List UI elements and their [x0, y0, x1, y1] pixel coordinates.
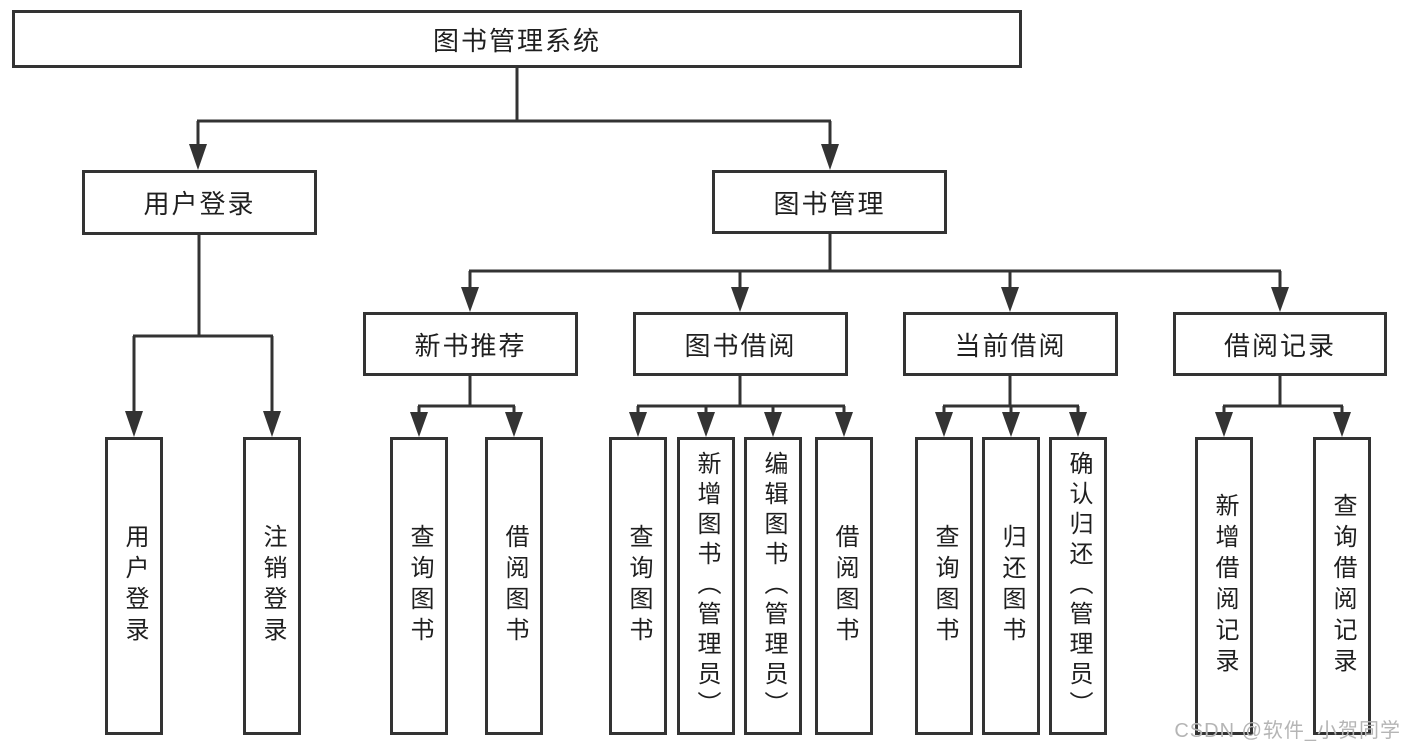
- node-root-system: 图书管理系统: [12, 10, 1022, 68]
- node-label: 查询借阅记录: [1329, 493, 1356, 679]
- connector-book-borrow: [629, 376, 853, 437]
- arrowhead: [263, 411, 281, 437]
- leaf-bb-add-book-admin: 新增图书（管理员）: [677, 437, 735, 735]
- node-label: 归还图书: [998, 524, 1025, 648]
- leaf-cb-query-book: 查询图书: [915, 437, 973, 735]
- node-current-borrow: 当前借阅: [903, 312, 1118, 376]
- node-label: 查询图书: [406, 524, 433, 648]
- node-label: 借阅图书: [831, 524, 858, 648]
- arrowhead: [1069, 412, 1087, 437]
- node-label: 新增图书（管理员）: [693, 451, 720, 721]
- leaf-br-query-record: 查询借阅记录: [1313, 437, 1371, 735]
- arrowhead: [1333, 412, 1351, 437]
- connector-root: [189, 68, 839, 170]
- arrowhead: [935, 412, 953, 437]
- arrowhead: [1271, 287, 1289, 312]
- node-new-book-recommend: 新书推荐: [363, 312, 578, 376]
- node-book-borrow: 图书借阅: [633, 312, 848, 376]
- arrowhead: [697, 412, 715, 437]
- arrowhead: [731, 287, 749, 312]
- connector-book-management: [461, 233, 1289, 312]
- node-label: 查询图书: [625, 524, 652, 648]
- node-label: 新书推荐: [414, 330, 527, 361]
- leaf-bb-query-book: 查询图书: [609, 437, 667, 735]
- leaf-bb-edit-book-admin: 编辑图书（管理员）: [744, 437, 802, 735]
- node-label: 用户登录: [121, 524, 148, 648]
- arrowhead: [1215, 412, 1233, 437]
- arrowhead: [764, 412, 782, 437]
- leaf-user-login: 用户登录: [105, 437, 163, 735]
- node-label: 借阅记录: [1223, 330, 1336, 361]
- node-label: 借阅图书: [501, 524, 528, 648]
- node-user-login: 用户登录: [82, 170, 317, 235]
- connector-new-book-recommend: [410, 376, 523, 437]
- node-book-management: 图书管理: [712, 170, 947, 234]
- arrowhead: [125, 411, 143, 437]
- arrowhead: [461, 287, 479, 312]
- leaf-cb-confirm-return-admin: 确认归还（管理员）: [1049, 437, 1107, 735]
- leaf-cb-return-book: 归还图书: [982, 437, 1040, 735]
- arrowhead: [1001, 287, 1019, 312]
- arrowhead: [821, 144, 839, 170]
- node-label: 编辑图书（管理员）: [760, 451, 787, 721]
- arrowhead: [189, 144, 207, 170]
- node-label: 确认归还（管理员）: [1065, 451, 1092, 721]
- leaf-nbr-query-book: 查询图书: [390, 437, 448, 735]
- leaf-br-add-record: 新增借阅记录: [1195, 437, 1253, 735]
- csdn-watermark: CSDN @软件_小贺同学: [1174, 720, 1401, 742]
- node-label: 图书管理: [773, 188, 886, 219]
- connector-user-login: [125, 235, 281, 437]
- node-label: 当前借阅: [954, 330, 1067, 361]
- connector-current-borrow: [935, 376, 1087, 437]
- node-label: 注销登录: [259, 524, 286, 648]
- arrowhead: [1002, 412, 1020, 437]
- leaf-nbr-borrow-book: 借阅图书: [485, 437, 543, 735]
- node-label: 查询图书: [931, 524, 958, 648]
- leaf-bb-borrow-book: 借阅图书: [815, 437, 873, 735]
- arrowhead: [505, 412, 523, 437]
- node-label: 图书管理系统: [432, 25, 601, 56]
- arrowhead: [835, 412, 853, 437]
- node-borrow-records: 借阅记录: [1173, 312, 1387, 376]
- leaf-logout: 注销登录: [243, 437, 301, 735]
- connector-borrow-records: [1215, 376, 1351, 437]
- arrowhead: [629, 412, 647, 437]
- node-label: 图书借阅: [684, 330, 797, 361]
- node-label: 用户登录: [143, 189, 256, 219]
- arrowhead: [410, 412, 428, 437]
- node-label: 新增借阅记录: [1211, 493, 1238, 679]
